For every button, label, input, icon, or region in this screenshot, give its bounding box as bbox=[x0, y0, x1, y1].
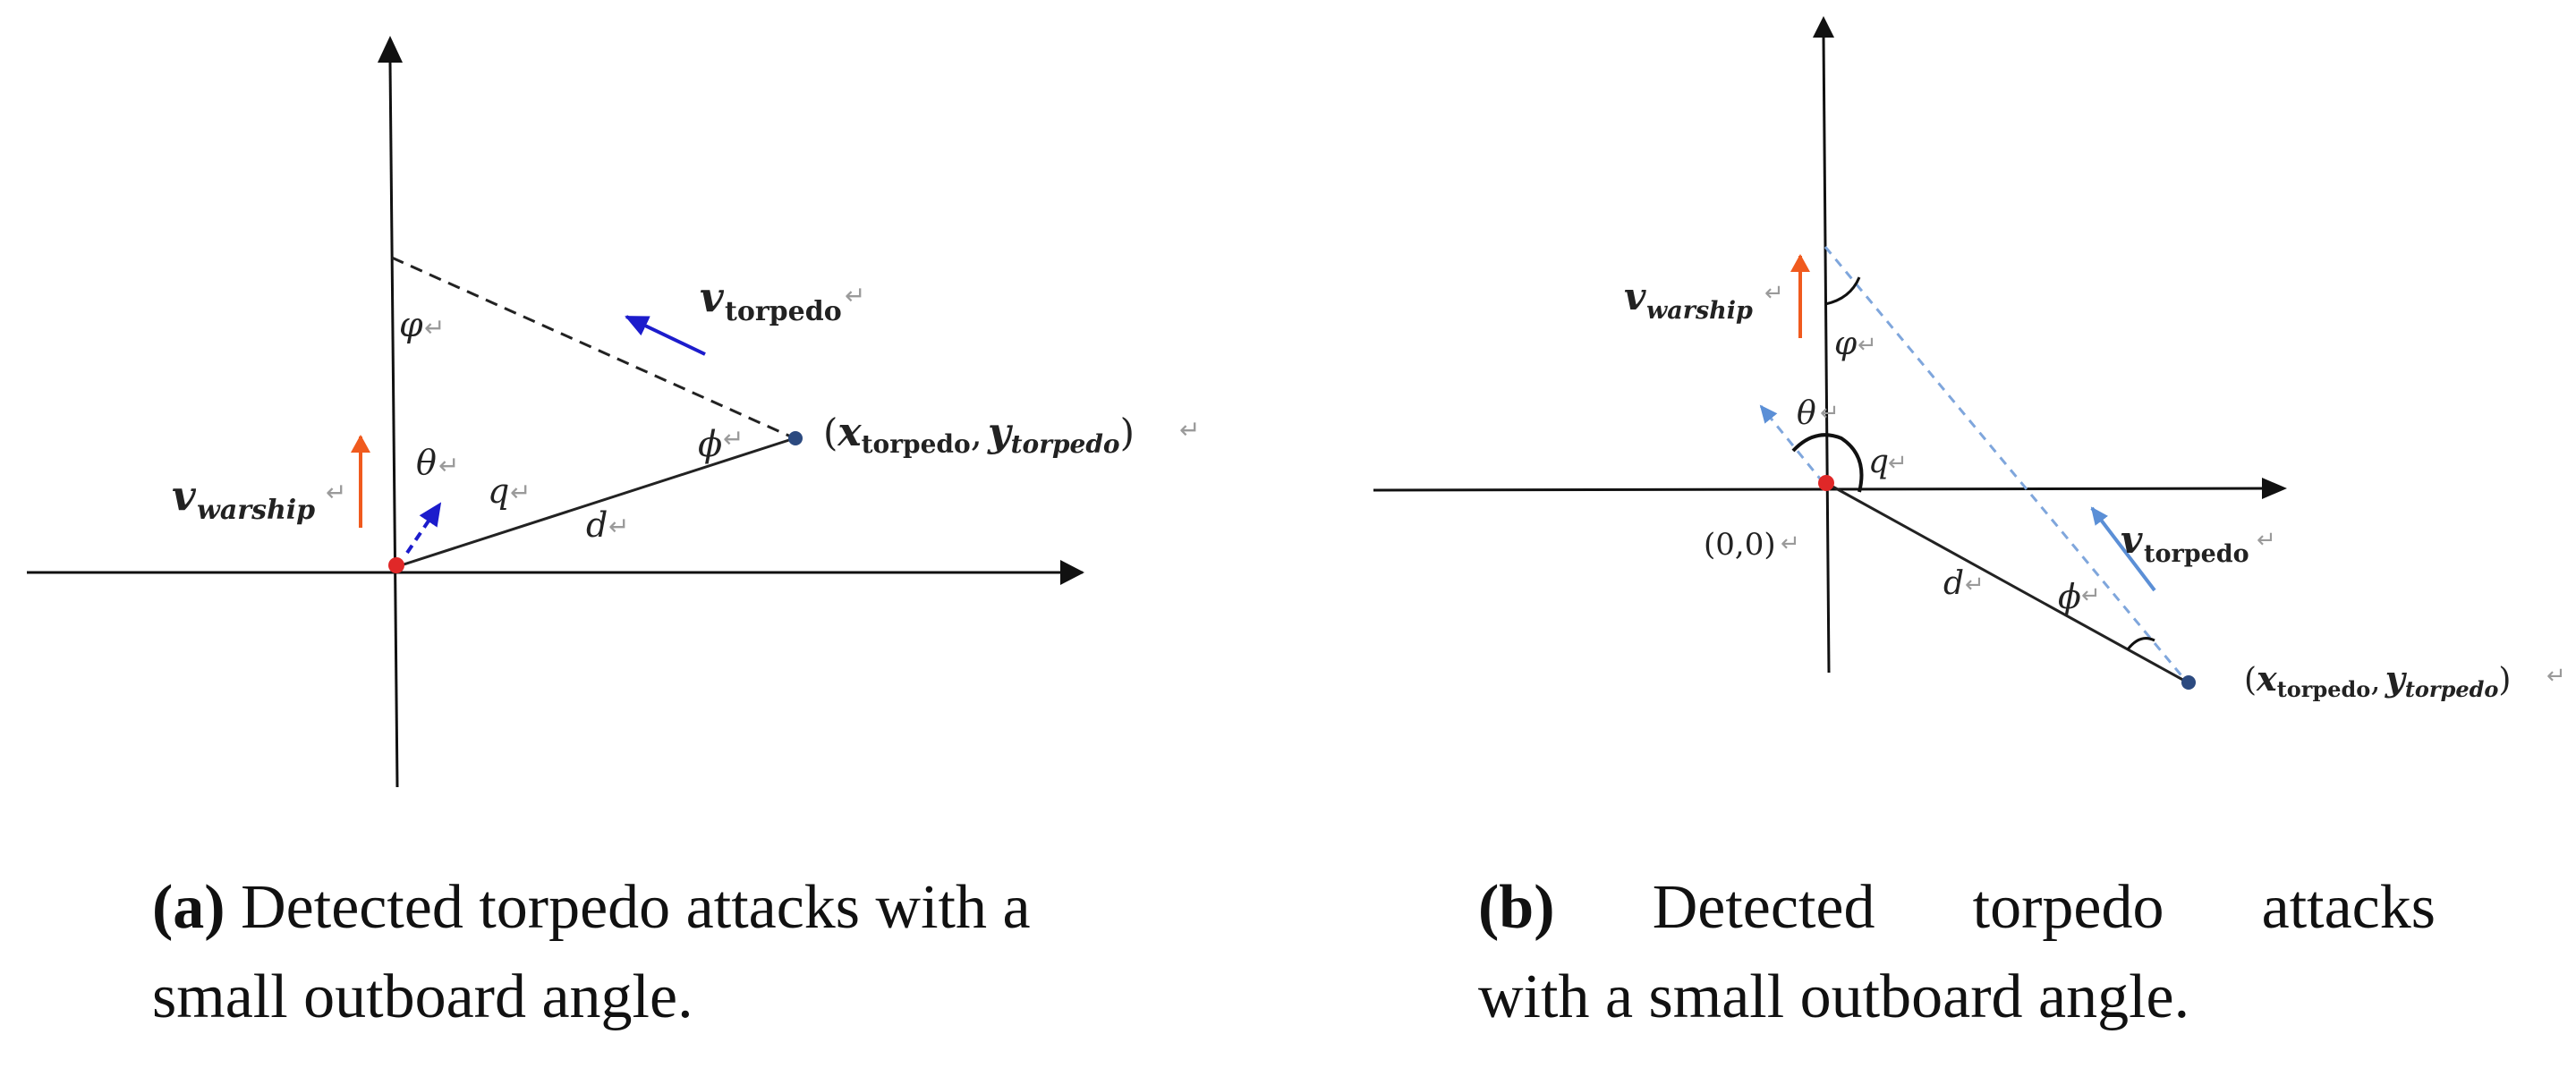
v-torpedo-return-mark: ↵ bbox=[845, 281, 865, 310]
dashed-heading-line bbox=[1824, 246, 2187, 681]
v-warship-subscript: warship bbox=[1646, 297, 1753, 325]
y-axis-arrowhead bbox=[378, 36, 403, 63]
coord-y-subscript: torpedo bbox=[2405, 676, 2499, 702]
coord-return-mark: ↵ bbox=[2546, 663, 2566, 690]
caption-b-word-3: attacks bbox=[2261, 873, 2436, 942]
torpedo-velocity-arrow bbox=[625, 315, 706, 356]
caption-b-line-1: (b) Detected torpedo attacks bbox=[1478, 863, 2436, 953]
caption-a-text: Detected torpedo attacks with a small ou… bbox=[152, 873, 1031, 1031]
d-return-mark: ↵ bbox=[608, 512, 629, 541]
coord-return-mark: ↵ bbox=[1179, 415, 1200, 445]
coord-x: x bbox=[837, 410, 862, 455]
varphi-label: φ bbox=[399, 305, 423, 344]
q-return-mark: ↵ bbox=[510, 478, 531, 507]
origin-return-mark: ↵ bbox=[1781, 530, 1800, 557]
origin-dot bbox=[388, 557, 404, 573]
distance-line bbox=[1825, 481, 2189, 684]
q-angle-arc bbox=[1791, 433, 1864, 493]
caption-b-line-2: with a small outboard angle. bbox=[1478, 962, 2190, 1031]
coord-y-subscript: torpedo bbox=[1011, 429, 1120, 459]
coord-x-subscript: torpedo bbox=[862, 429, 971, 459]
coord-y: y bbox=[987, 410, 1014, 455]
caption-a: (a) Detected torpedo attacks with a smal… bbox=[152, 863, 1154, 1042]
panel-b: φ ↵ θ ↵ q ↵ d ↵ ϕ ↵ (0,0) ↵ v warship ↵ … bbox=[1373, 16, 2566, 702]
coord-open-paren: ( bbox=[2244, 662, 2257, 699]
panel-a: φ ↵ θ ↵ q ↵ d ↵ ϕ ↵ v warship ↵ v torped… bbox=[27, 36, 1200, 788]
heading-direction-arrow bbox=[405, 502, 442, 555]
y-axis bbox=[1822, 35, 1831, 674]
dashed-heading-line bbox=[391, 256, 795, 440]
y-axis-arrowhead bbox=[1813, 16, 1834, 38]
distance-line bbox=[395, 437, 795, 569]
q-label: q bbox=[1868, 444, 1889, 480]
v-torpedo-return-mark: ↵ bbox=[2257, 527, 2276, 554]
origin-dot bbox=[1818, 475, 1834, 491]
theta-label: θ bbox=[1797, 395, 1816, 432]
v-warship-return-mark: ↵ bbox=[1764, 280, 1784, 307]
coord-x-subscript: torpedo bbox=[2277, 676, 2371, 702]
coord-separator: , bbox=[2370, 662, 2380, 699]
q-return-mark: ↵ bbox=[1888, 450, 1908, 477]
d-label: d bbox=[586, 505, 608, 545]
v-warship-return-mark: ↵ bbox=[326, 478, 346, 507]
caption-a-tag: (a) bbox=[152, 873, 225, 942]
v-torpedo-label: v bbox=[2121, 518, 2143, 562]
v-warship-label: v bbox=[172, 471, 197, 520]
phi-return-mark: ↵ bbox=[2081, 582, 2101, 609]
caption-b-word-2: torpedo bbox=[1972, 873, 2164, 942]
coord-close-paren: ) bbox=[2498, 662, 2511, 699]
d-label: d bbox=[1943, 565, 1964, 602]
varphi-angle-arc bbox=[1824, 276, 1861, 306]
y-axis bbox=[388, 62, 399, 788]
x-axis-arrowhead bbox=[1060, 560, 1084, 585]
heading-direction-arrow bbox=[1759, 404, 1825, 484]
varphi-label: φ bbox=[1834, 326, 1858, 362]
caption-b-tag: (b) bbox=[1478, 873, 1555, 942]
varphi-return-mark: ↵ bbox=[1858, 332, 1877, 359]
torpedo-dot bbox=[788, 431, 803, 445]
origin-label: (0,0) bbox=[1704, 527, 1776, 563]
v-warship-subscript: warship bbox=[197, 495, 315, 526]
theta-return-mark: ↵ bbox=[438, 451, 459, 480]
torpedo-coordinate-label: (xtorpedo,ytorpedo) bbox=[823, 410, 1135, 459]
v-torpedo-subscript: torpedo bbox=[2144, 540, 2249, 568]
caption-b: (b) Detected torpedo attacks with a smal… bbox=[1478, 863, 2436, 1042]
torpedo-dot bbox=[2181, 675, 2196, 690]
torpedo-velocity-arrow bbox=[2090, 506, 2156, 592]
varphi-return-mark: ↵ bbox=[424, 313, 445, 343]
phi-angle-arc bbox=[2126, 637, 2155, 650]
phi-label: ϕ bbox=[698, 424, 722, 465]
theta-label: θ bbox=[416, 443, 437, 482]
v-warship-label: v bbox=[1624, 275, 1646, 318]
phi-return-mark: ↵ bbox=[723, 424, 744, 453]
coord-open-paren: ( bbox=[823, 411, 837, 454]
d-return-mark: ↵ bbox=[1965, 572, 1985, 598]
coord-y: y bbox=[2385, 658, 2408, 699]
coord-separator: , bbox=[971, 411, 982, 454]
theta-return-mark: ↵ bbox=[1820, 400, 1840, 427]
q-label: q bbox=[488, 471, 509, 511]
torpedo-coordinate-label: (xtorpedo,ytorpedo) bbox=[2244, 658, 2511, 702]
coord-x: x bbox=[2256, 658, 2278, 699]
coord-close-paren: ) bbox=[1120, 411, 1135, 454]
v-torpedo-subscript: torpedo bbox=[725, 296, 842, 327]
caption-b-word-1: Detected bbox=[1652, 873, 1875, 942]
v-torpedo-label: v bbox=[700, 273, 725, 321]
x-axis-arrowhead bbox=[2262, 478, 2287, 499]
phi-label: ϕ bbox=[2058, 577, 2081, 616]
